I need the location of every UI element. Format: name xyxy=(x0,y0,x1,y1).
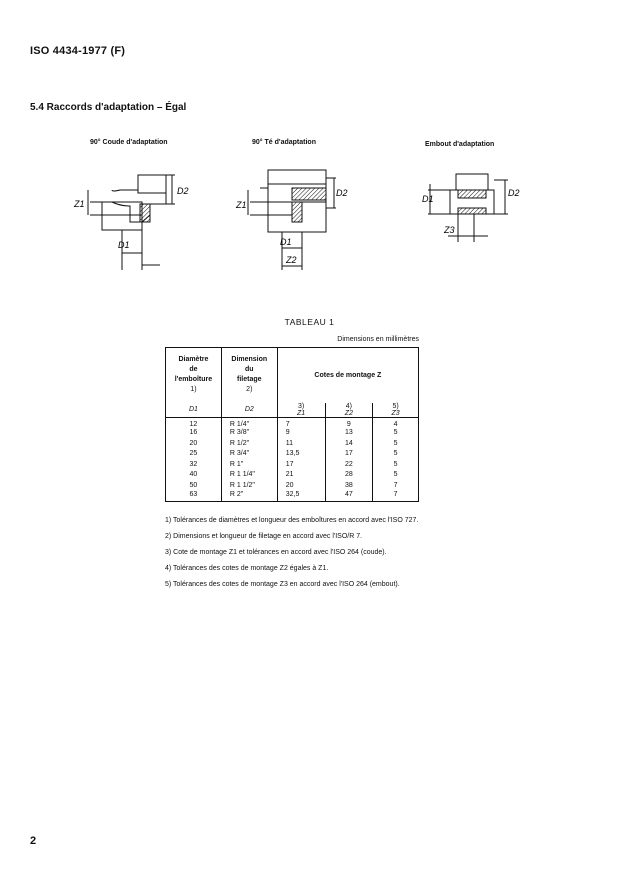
table-cell: 9 xyxy=(324,417,374,428)
table-cell: 38 xyxy=(324,480,374,491)
tee-label-z1: Z1 xyxy=(235,200,247,210)
table-cell: 47 xyxy=(324,490,374,502)
elbow-label-d1: D1 xyxy=(118,240,130,250)
table-cell: 20 xyxy=(165,438,222,449)
adaptor-label-z3: Z3 xyxy=(443,225,455,235)
table-cell: 7 xyxy=(372,480,419,491)
header-d1-symbol: D1 xyxy=(165,402,222,418)
table-cell: R 3/4" xyxy=(220,448,278,459)
elbow-label-z1: Z1 xyxy=(73,199,85,209)
table-cell: 17 xyxy=(324,448,374,459)
section-title: 5.4 Raccords d'adaptation – Égal xyxy=(30,102,187,113)
header-z3: 5)Z3 xyxy=(372,402,419,418)
table-cell: R 1 1/4" xyxy=(220,469,278,480)
adaptor-fitting-drawing: D1 D2 Z3 xyxy=(422,173,520,242)
table-cell: 12 xyxy=(165,417,222,428)
tee-label-d1: D1 xyxy=(280,237,292,247)
table-cell: R 3/8" xyxy=(220,427,278,438)
footnote-1: 1) Tolérances de diamètres et longueur d… xyxy=(165,517,419,524)
header-z-group: Cotes de montage Z xyxy=(276,347,420,403)
table-cell: 16 xyxy=(165,427,222,438)
table-cell: 5 xyxy=(372,448,419,459)
table-cell: 5 xyxy=(372,469,419,480)
footnotes: 1) Tolérances de diamètres et longueur d… xyxy=(165,516,421,596)
table-cell: 63 xyxy=(165,490,222,502)
table-cell: 5 xyxy=(372,427,419,438)
document-id: ISO 4434-1977 (F) xyxy=(30,45,126,57)
header-z1: 3)Z1 xyxy=(276,402,326,418)
table-cell: 4 xyxy=(372,417,419,428)
table-cell: 9 xyxy=(276,427,326,438)
table-cell: 5 xyxy=(372,438,419,449)
figure-title-elbow: 90° Coude d'adaptation xyxy=(90,139,168,146)
figure-title-adaptor: Embout d'adaptation xyxy=(425,141,495,148)
table-cell: R 1/2" xyxy=(220,438,278,449)
table-cell: 25 xyxy=(165,448,222,459)
adaptor-label-d2: D2 xyxy=(508,188,520,198)
tee-label-z2: Z2 xyxy=(285,255,297,265)
table-cell: 11 xyxy=(276,438,326,449)
table-cell: 7 xyxy=(372,490,419,502)
table-cell: 14 xyxy=(324,438,374,449)
table-cell: R 1 1/2" xyxy=(220,480,278,491)
table-cell: 21 xyxy=(276,469,326,480)
footnote-5: 5) Tolérances des cotes de montage Z3 en… xyxy=(165,581,400,588)
tee-label-d2: D2 xyxy=(336,188,348,198)
table-cell: 20 xyxy=(276,480,326,491)
footnote-3: 3) Cote de montage Z1 et tolérances en a… xyxy=(165,549,387,556)
table-cell: 17 xyxy=(276,459,326,470)
header-z2: 4)Z2 xyxy=(324,402,374,418)
elbow-fitting-drawing: Z1 D2 D1 xyxy=(73,174,189,270)
footnote-4: 4) Tolérances des cotes de montage Z2 ég… xyxy=(165,565,329,572)
elbow-label-d2: D2 xyxy=(177,186,189,196)
table-cell: 50 xyxy=(165,480,222,491)
table-cell: 13 xyxy=(324,427,374,438)
table-cell: R 1/4" xyxy=(220,417,278,428)
table-cell: 32 xyxy=(165,459,222,470)
adaptor-label-d1: D1 xyxy=(422,194,434,204)
header-d2-symbol: D2 xyxy=(220,402,278,418)
figure-title-tee: 90° Té d'adaptation xyxy=(252,139,316,146)
table-title: TABLEAU 1 xyxy=(284,317,335,327)
table-units: Dimensions en millimètres xyxy=(337,336,419,343)
table-cell: 40 xyxy=(165,469,222,480)
tee-fitting-drawing: Z1 D2 D1 Z2 xyxy=(235,169,348,270)
page-number: 2 xyxy=(30,835,37,847)
table-cell: 28 xyxy=(324,469,374,480)
table-cell: 5 xyxy=(372,459,419,470)
footnote-2: 2) Dimensions et longueur de filetage en… xyxy=(165,533,363,540)
table-cell: R 1" xyxy=(220,459,278,470)
table-cell: 13,5 xyxy=(276,448,326,459)
table-cell: 7 xyxy=(276,417,326,428)
table-cell: 22 xyxy=(324,459,374,470)
table-cell: 32,5 xyxy=(276,490,326,502)
table-cell: R 2" xyxy=(220,490,278,502)
